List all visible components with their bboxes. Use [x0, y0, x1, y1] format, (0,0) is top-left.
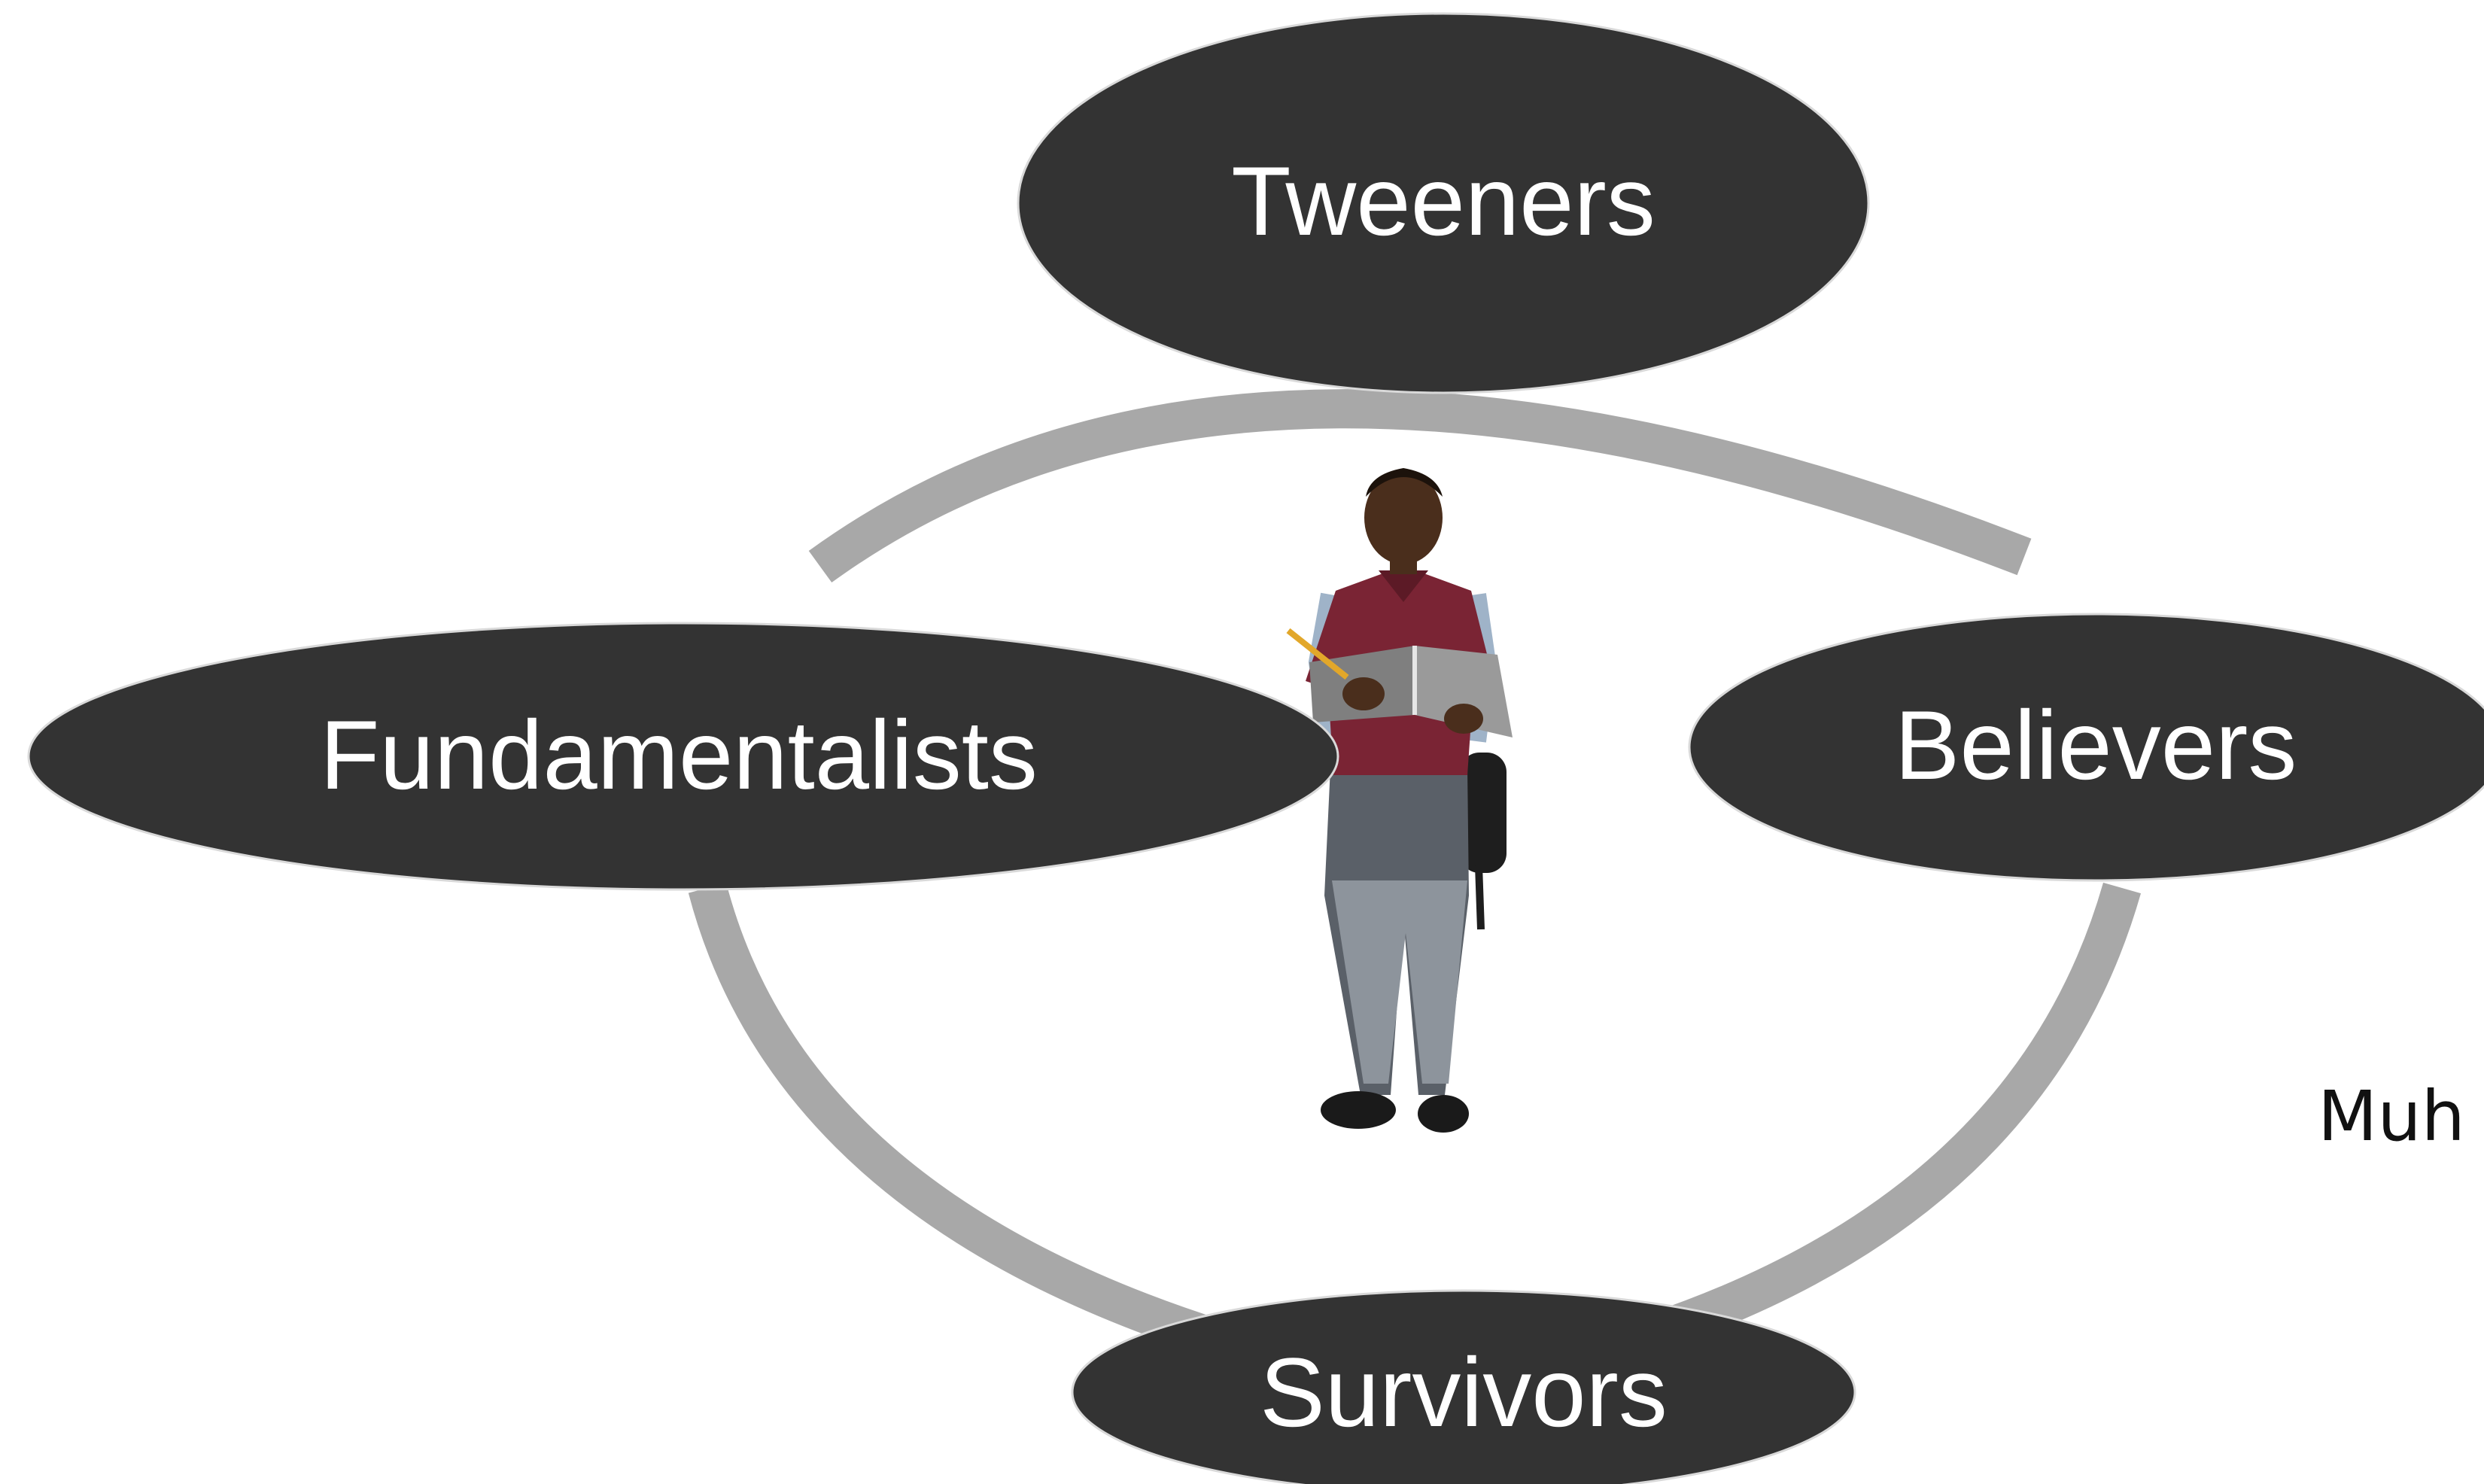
cycle-ring [688, 389, 2141, 1358]
node-label-tweeners: Tweeners [1231, 146, 1655, 256]
node-fundamentalists: Fundamentalists [27, 622, 1339, 891]
node-label-believers: Believers [1895, 690, 2297, 800]
ring-arc-top [808, 389, 2032, 583]
node-survivors: Survivors [1071, 1289, 1856, 1484]
node-label-fundamentalists: Fundamentalists [320, 700, 1038, 810]
node-believers: Believers [1688, 613, 2484, 882]
node-tweeners: Tweeners [1017, 12, 1870, 394]
ring-arc-left [688, 883, 1225, 1358]
cut-off-text: Muh [2318, 1076, 2465, 1157]
ring-arc-right [1649, 882, 2141, 1351]
child-with-notebook-photo [1286, 468, 1513, 1133]
node-label-survivors: Survivors [1260, 1337, 1668, 1447]
